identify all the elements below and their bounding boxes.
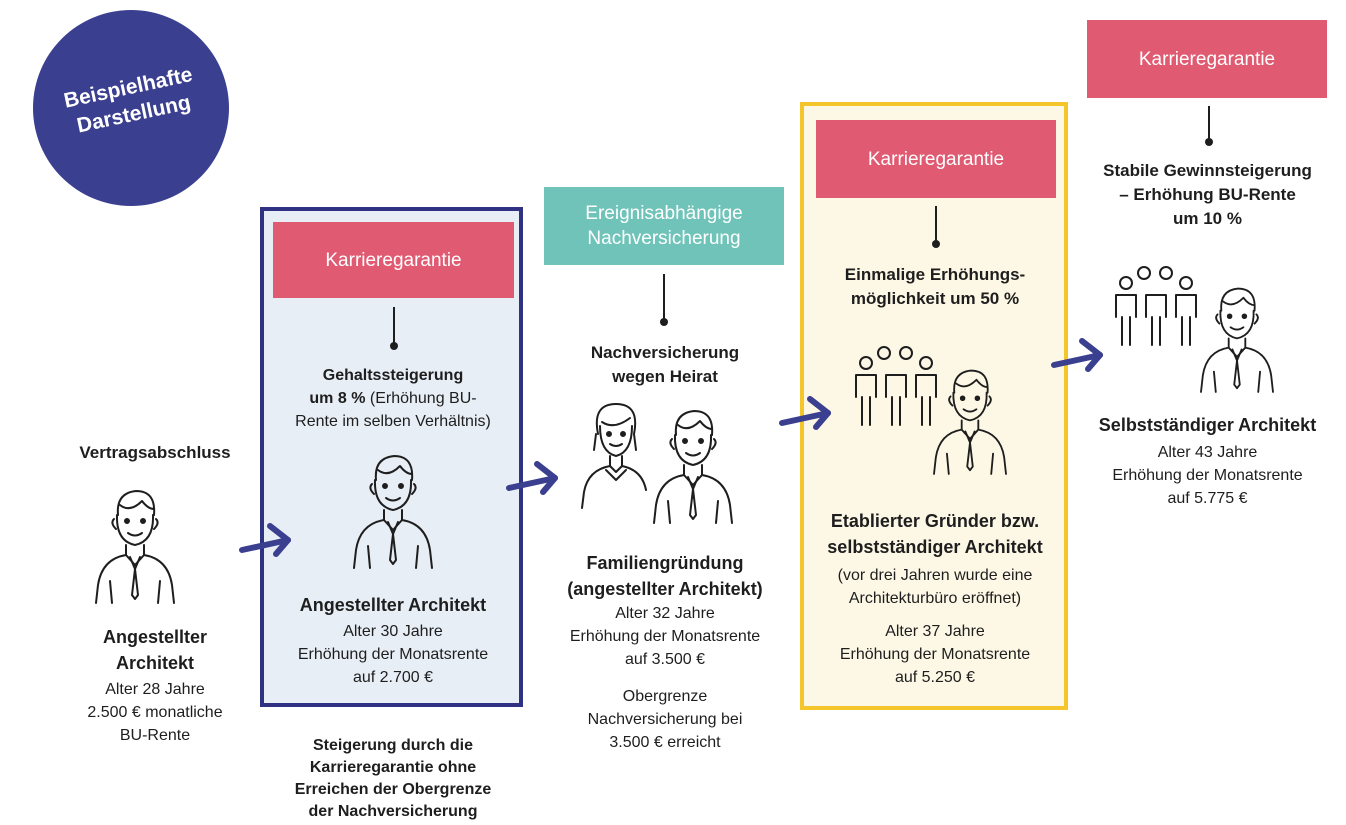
stage3-details: Alter 32 Jahre Erhöhung der Monatsrente …: [569, 605, 761, 668]
connector-line-5: [1208, 106, 1210, 140]
connector-dot-2: [390, 342, 398, 350]
woman-icon: [581, 403, 647, 509]
stage4-subtitle: (vor drei Jahren wurde eine Architekturb…: [837, 567, 1033, 607]
stage5-details: Alter 43 Jahre Erhöhung der Monatsrente …: [1112, 444, 1303, 507]
team-icon: [1115, 266, 1197, 346]
stage2-details: Alter 30 Jahre Erhöhung der Monatsrente …: [297, 623, 489, 686]
stage2-event: Gehaltssteigerung um 8 % (Erhöhung BU- R…: [295, 367, 491, 430]
stage2-title: Angestellter Architekt: [299, 595, 487, 615]
tag-karrieregarantie-1: Karrieregarantie: [273, 222, 514, 298]
tag-karrieregarantie-2: Karrieregarantie: [816, 120, 1056, 198]
stage2-note: Steigerung durch die Karrieregarantie oh…: [294, 737, 492, 820]
stage4-title: Etablierter Gründer bzw. selbstständiger…: [827, 511, 1043, 557]
connector-line-2: [393, 307, 395, 345]
employee-icon: [353, 455, 433, 569]
stage5-event: Stabile Gewinnsteigerung – Erhöhung BU-R…: [1103, 161, 1312, 228]
arrow-right-icon: [1051, 338, 1103, 372]
stage4-details: Alter 37 Jahre Erhöhung der Monatsrente …: [839, 623, 1031, 686]
stage3-note: Obergrenze Nachversicherung bei 3.500 € …: [587, 688, 743, 751]
connector-line-4: [935, 206, 937, 242]
example-badge-text: Beispielhafte Darstellung: [61, 62, 195, 138]
stage1-details: Alter 28 Jahre 2.500 € monatliche BU-Ren…: [87, 681, 223, 744]
arrow-right-icon: [779, 396, 831, 430]
team-icon: [855, 346, 937, 426]
stage3-title: Familiengründung (angestellter Architekt…: [567, 553, 763, 599]
stage1-event: Vertragsabschluss: [79, 443, 231, 462]
stage3-event: Nachversicherung wegen Heirat: [590, 343, 740, 386]
tag-ereignis-nachversicherung: Ereignisabhängige Nachversicherung: [544, 187, 784, 265]
employee-icon: [933, 369, 1007, 475]
connector-dot-3: [660, 318, 668, 326]
example-badge: Beispielhafte Darstellung: [33, 10, 229, 206]
arrow-right-icon: [506, 461, 558, 495]
connector-line-3: [663, 274, 665, 320]
connector-dot-5: [1205, 138, 1213, 146]
stage5-title: Selbstständiger Architekt: [1098, 415, 1317, 435]
stage1-title: Angestellter Architekt: [102, 627, 208, 673]
stage4-event: Einmalige Erhöhungs- möglichkeit um 50 %: [844, 265, 1026, 308]
connector-dot-4: [932, 240, 940, 248]
tag-karrieregarantie-3: Karrieregarantie: [1087, 20, 1327, 98]
stage4-highlight-box: [800, 102, 1068, 710]
employee-icon: [653, 410, 733, 524]
arrow-right-icon: [239, 523, 291, 557]
employee-icon: [95, 490, 175, 604]
employee-icon: [1200, 287, 1274, 393]
